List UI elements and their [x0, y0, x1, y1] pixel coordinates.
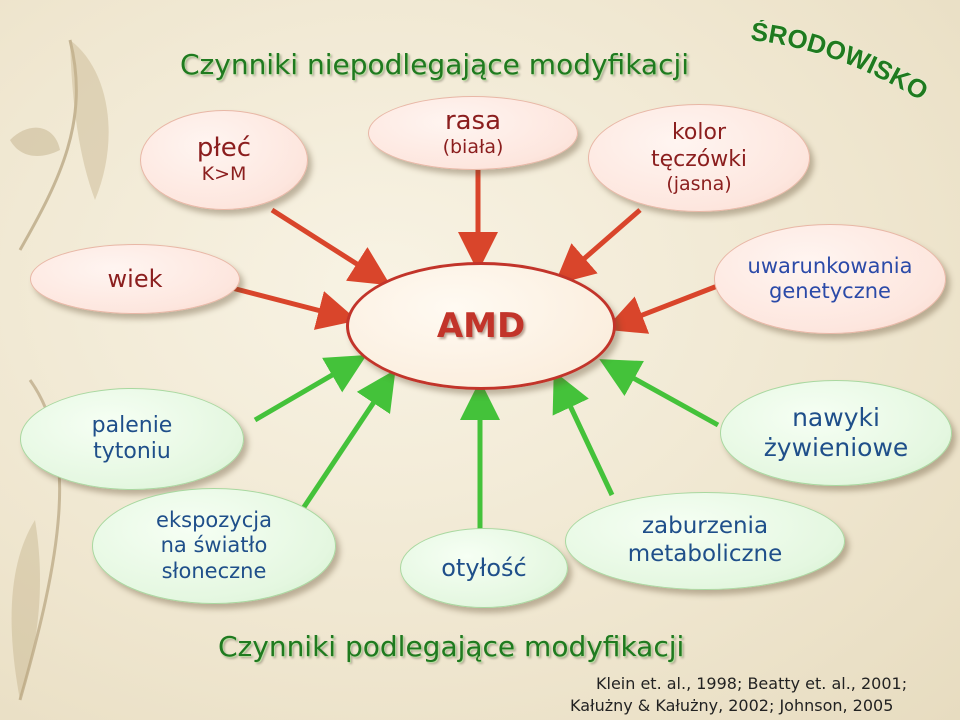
references-line1: Klein et. al., 1998; Beatty et. al., 200…	[596, 674, 908, 693]
node-wiek-label: wiek	[107, 264, 163, 293]
node-ekspozycja-line1: ekspozycja	[156, 508, 272, 533]
node-palenie: palenie tytoniu	[20, 388, 244, 490]
node-otylosc: otyłość	[400, 528, 568, 608]
node-palenie-line1: palenie	[91, 412, 173, 438]
node-genetyczne: uwarunkowania genetyczne	[714, 224, 946, 334]
environment-label: ŚRODOWISKO	[749, 20, 934, 107]
node-otylosc-label: otyłość	[441, 553, 527, 582]
node-ekspozycja-line3: słoneczne	[161, 558, 267, 583]
environment-label-text: ŚRODOWISKO	[749, 20, 934, 107]
arrow-zaburzenia-to-amd	[552, 370, 615, 497]
node-ekspozycja-line2: na światło	[160, 533, 268, 558]
node-amd: AMD	[346, 262, 616, 390]
node-rasa-line2: (biała)	[442, 135, 504, 158]
arrow-palenie-to-amd	[253, 354, 367, 423]
arrow-plec-to-amd	[270, 207, 391, 286]
arrow-kolor-to-amd	[554, 208, 642, 285]
node-nawyki: nawyki żywieniowe	[720, 380, 952, 486]
node-nawyki-line1: nawyki	[792, 403, 880, 432]
node-wiek: wiek	[30, 244, 240, 314]
heading-modifiable: Czynniki podlegające modyfikacji	[218, 630, 685, 663]
node-genetyczne-line1: uwarunkowania	[747, 253, 913, 278]
node-plec: płeć K>M	[140, 110, 308, 210]
arrow-nawyki-to-amd	[599, 359, 720, 428]
node-amd-label: AMD	[436, 306, 526, 346]
node-zaburzenia-line2: metaboliczne	[627, 541, 783, 567]
node-kolor: kolor tęczówki (jasna)	[588, 104, 810, 212]
node-plec-line2: K>M	[201, 162, 247, 185]
node-plec-line1: płeć	[196, 133, 252, 164]
node-rasa: rasa (biała)	[368, 96, 578, 170]
node-kolor-line3: (jasna)	[666, 172, 732, 195]
node-ekspozycja: ekspozycja na światło słoneczne	[92, 488, 336, 604]
references-line2: Kałużny & Kałużny, 2002; Johnson, 2005	[570, 696, 894, 715]
node-genetyczne-line2: genetyczne	[769, 279, 891, 303]
arrow-wiek-to-amd	[231, 285, 358, 330]
node-nawyki-line2: żywieniowe	[763, 433, 909, 462]
node-zaburzenia: zaburzenia metaboliczne	[565, 492, 845, 590]
node-kolor-line2: tęczówki	[650, 146, 748, 172]
svg-text:ŚRODOWISKO: ŚRODOWISKO	[749, 20, 933, 106]
node-kolor-line1: kolor	[671, 120, 727, 146]
arrow-genetyczne-to-amd	[604, 282, 721, 334]
node-zaburzenia-line1: zaburzenia	[641, 513, 769, 540]
heading-nonmodifiable: Czynniki niepodlegające modyfikacji	[180, 48, 690, 81]
node-rasa-line1: rasa	[444, 106, 502, 137]
node-palenie-line2: tytoniu	[93, 439, 171, 464]
arrow-ekspozycja-to-amd	[299, 369, 396, 512]
